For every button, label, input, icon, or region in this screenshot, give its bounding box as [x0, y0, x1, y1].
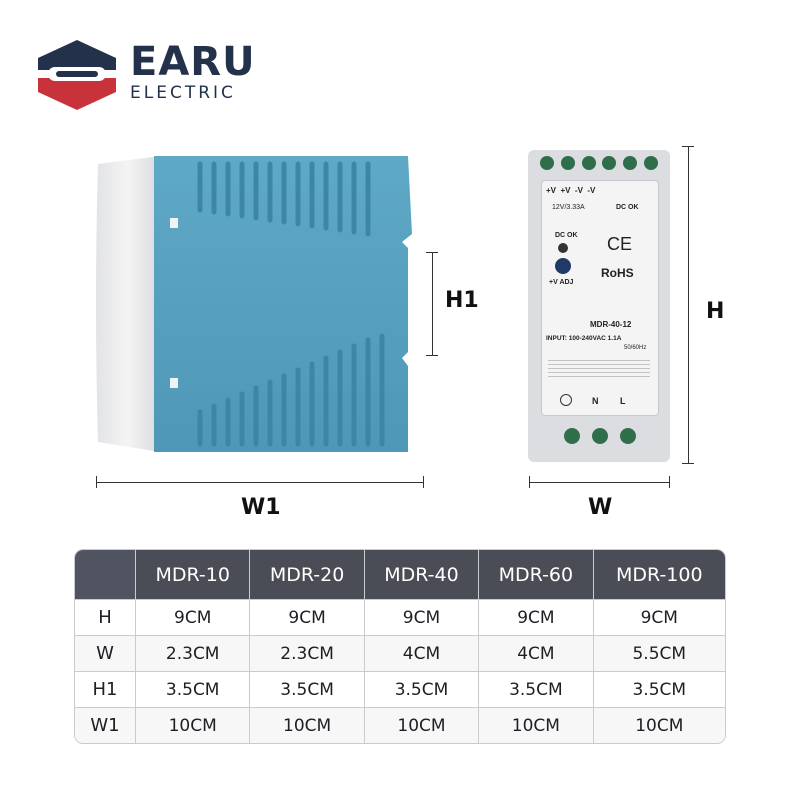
table-cell: 10CM — [364, 707, 480, 743]
freq-label: 50/60Hz — [624, 345, 647, 351]
v-adj-label: +V ADJ — [549, 279, 574, 286]
column-header: MDR-20 — [249, 550, 365, 600]
dc-ok-top-label: DC OK — [616, 204, 639, 211]
row-header: W — [75, 635, 136, 672]
table-row: H1 3.5CM 3.5CM 3.5CM 3.5CM 3.5CM — [75, 671, 725, 708]
table-cell: 2.3CM — [249, 635, 365, 672]
h1-tick-bottom — [426, 355, 438, 356]
h-tick-top — [682, 146, 694, 147]
front-label-panel — [541, 180, 659, 416]
table-cell: 9CM — [593, 599, 725, 636]
table-cell: 2.3CM — [135, 635, 251, 672]
table-cell: 5.5CM — [593, 635, 725, 672]
table-cell: 10CM — [249, 707, 365, 743]
fine-print-block — [548, 357, 650, 379]
top-terminals — [540, 156, 658, 172]
w1-dimension-line — [96, 482, 424, 483]
table-cell: 9CM — [135, 599, 251, 636]
earu-logo-icon — [38, 40, 116, 110]
w-dimension-line — [529, 482, 670, 483]
dc-ok-led — [558, 243, 568, 253]
dc-ok-led-label: DC OK — [555, 232, 578, 239]
w-tick-left — [529, 476, 530, 488]
h-label: H — [706, 299, 725, 324]
input-label: INPUT: 100-240VAC 1.1A — [546, 335, 622, 342]
table-cell: 4CM — [478, 635, 594, 672]
table-cell: 9CM — [249, 599, 365, 636]
column-header: MDR-60 — [478, 550, 594, 600]
rohs-mark: RoHS — [601, 266, 634, 280]
rating-top: 12V/3.33A — [552, 204, 585, 211]
h1-label: H1 — [445, 288, 479, 313]
table-cell: 3.5CM — [249, 671, 365, 708]
spec-table-frame — [74, 549, 726, 744]
table-cell: 10CM — [478, 707, 594, 743]
table-cell: 3.5CM — [593, 671, 725, 708]
w1-tick-right — [423, 476, 424, 488]
table-cell: 4CM — [364, 635, 480, 672]
model-label: MDR-40-12 — [590, 320, 632, 329]
ground-icon — [560, 394, 572, 406]
h-dimension-line — [688, 146, 689, 464]
table-corner-cell — [75, 550, 136, 600]
terminal-l — [620, 428, 636, 444]
terminal-l-label: L — [620, 396, 626, 406]
column-header: MDR-100 — [593, 550, 725, 600]
table-header-row: MDR-10 MDR-20 MDR-40 MDR-60 MDR-100 — [75, 550, 725, 600]
terminal-ground — [564, 428, 580, 444]
terminal-n — [592, 428, 608, 444]
w-label: W — [588, 495, 613, 520]
v-adj-knob[interactable] — [555, 258, 571, 274]
table-cell: 3.5CM — [364, 671, 480, 708]
table-cell: 10CM — [593, 707, 725, 743]
h-tick-bottom — [682, 463, 694, 464]
h1-dimension-line — [432, 252, 433, 356]
spec-table: MDR-10 MDR-20 MDR-40 MDR-60 MDR-100 H 9C… — [75, 550, 725, 743]
row-header: H1 — [75, 671, 136, 708]
w1-tick-left — [96, 476, 97, 488]
terminal-top-labels: +V +V -V -V — [546, 186, 596, 195]
terminal-n-label: N — [592, 396, 599, 406]
table-cell: 10CM — [135, 707, 251, 743]
w1-label: W1 — [241, 495, 281, 520]
column-header: MDR-40 — [364, 550, 480, 600]
w-tick-right — [669, 476, 670, 488]
table-row: W1 10CM 10CM 10CM 10CM 10CM — [75, 707, 725, 743]
row-header: H — [75, 599, 136, 636]
table-cell: 3.5CM — [135, 671, 251, 708]
side-view-image — [96, 156, 412, 452]
table-row: H 9CM 9CM 9CM 9CM 9CM — [75, 599, 725, 636]
table-cell: 3.5CM — [478, 671, 594, 708]
table-row: W 2.3CM 2.3CM 4CM 4CM 5.5CM — [75, 635, 725, 672]
column-header: MDR-10 — [135, 550, 251, 600]
h1-tick-top — [426, 252, 438, 253]
table-cell: 9CM — [364, 599, 480, 636]
brand-subtitle: ELECTRIC — [130, 83, 236, 103]
ce-mark: CE — [607, 234, 633, 254]
table-cell: 9CM — [478, 599, 594, 636]
row-header: W1 — [75, 707, 136, 743]
brand-name: EARU — [130, 39, 256, 85]
